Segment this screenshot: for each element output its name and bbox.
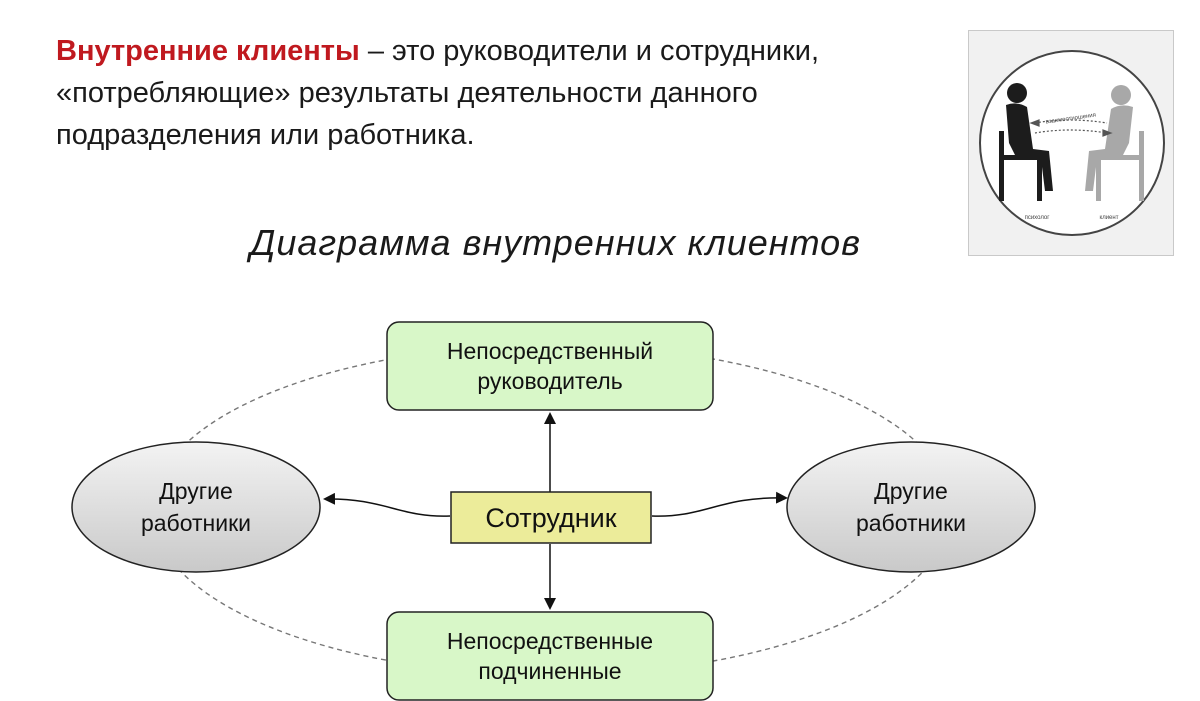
arrow-to-left-colleagues (323, 492, 451, 517)
right-person-icon (1085, 85, 1144, 201)
left-colleagues-node: Другие работники (72, 442, 320, 572)
right-colleagues-node: Другие работники (787, 442, 1035, 572)
left-colleagues-line-1: Другие (159, 478, 233, 504)
illustration-caption-left: психолог (1025, 215, 1051, 221)
subordinates-node: Непосредственные подчиненные (387, 612, 713, 700)
left-colleagues-line-2: работники (140, 510, 252, 536)
subordinates-line-1: Непосредственные (446, 628, 654, 654)
manager-node: Непосредственный руководитель (387, 322, 713, 410)
arrow-to-right-colleagues (651, 491, 788, 517)
consultation-illustration: взаимоотношения психолог клиент (979, 50, 1165, 236)
left-colleagues-oval (71, 441, 321, 573)
left-person-icon (999, 83, 1053, 201)
right-colleagues-oval (786, 441, 1036, 573)
intro-paragraph: Внутренние клиенты – это руководители и … (56, 30, 916, 156)
manager-line-1: Непосредственный (446, 338, 654, 364)
subordinates-line-2: подчиненные (478, 658, 622, 684)
illustration-panel: взаимоотношения психолог клиент (968, 30, 1174, 256)
manager-line-2: руководитель (477, 368, 623, 394)
manager-box (386, 321, 714, 411)
employee-box (450, 491, 652, 544)
right-colleagues-line-2: работники (855, 510, 967, 536)
employee-node: Сотрудник (451, 492, 651, 543)
employee-label: Сотрудник (485, 502, 617, 533)
intro-definition: – это руководители и сотрудники, «потреб… (56, 35, 820, 151)
intro-term: Внутренние клиенты (56, 35, 360, 67)
right-colleagues-line-1: Другие (874, 478, 948, 504)
diagram-title: Диаграмма внутренних клиентов (250, 222, 861, 263)
illustration-caption-right: клиент (1100, 215, 1119, 221)
subordinates-box (386, 611, 714, 701)
relationship-arrows-icon (1029, 119, 1113, 137)
